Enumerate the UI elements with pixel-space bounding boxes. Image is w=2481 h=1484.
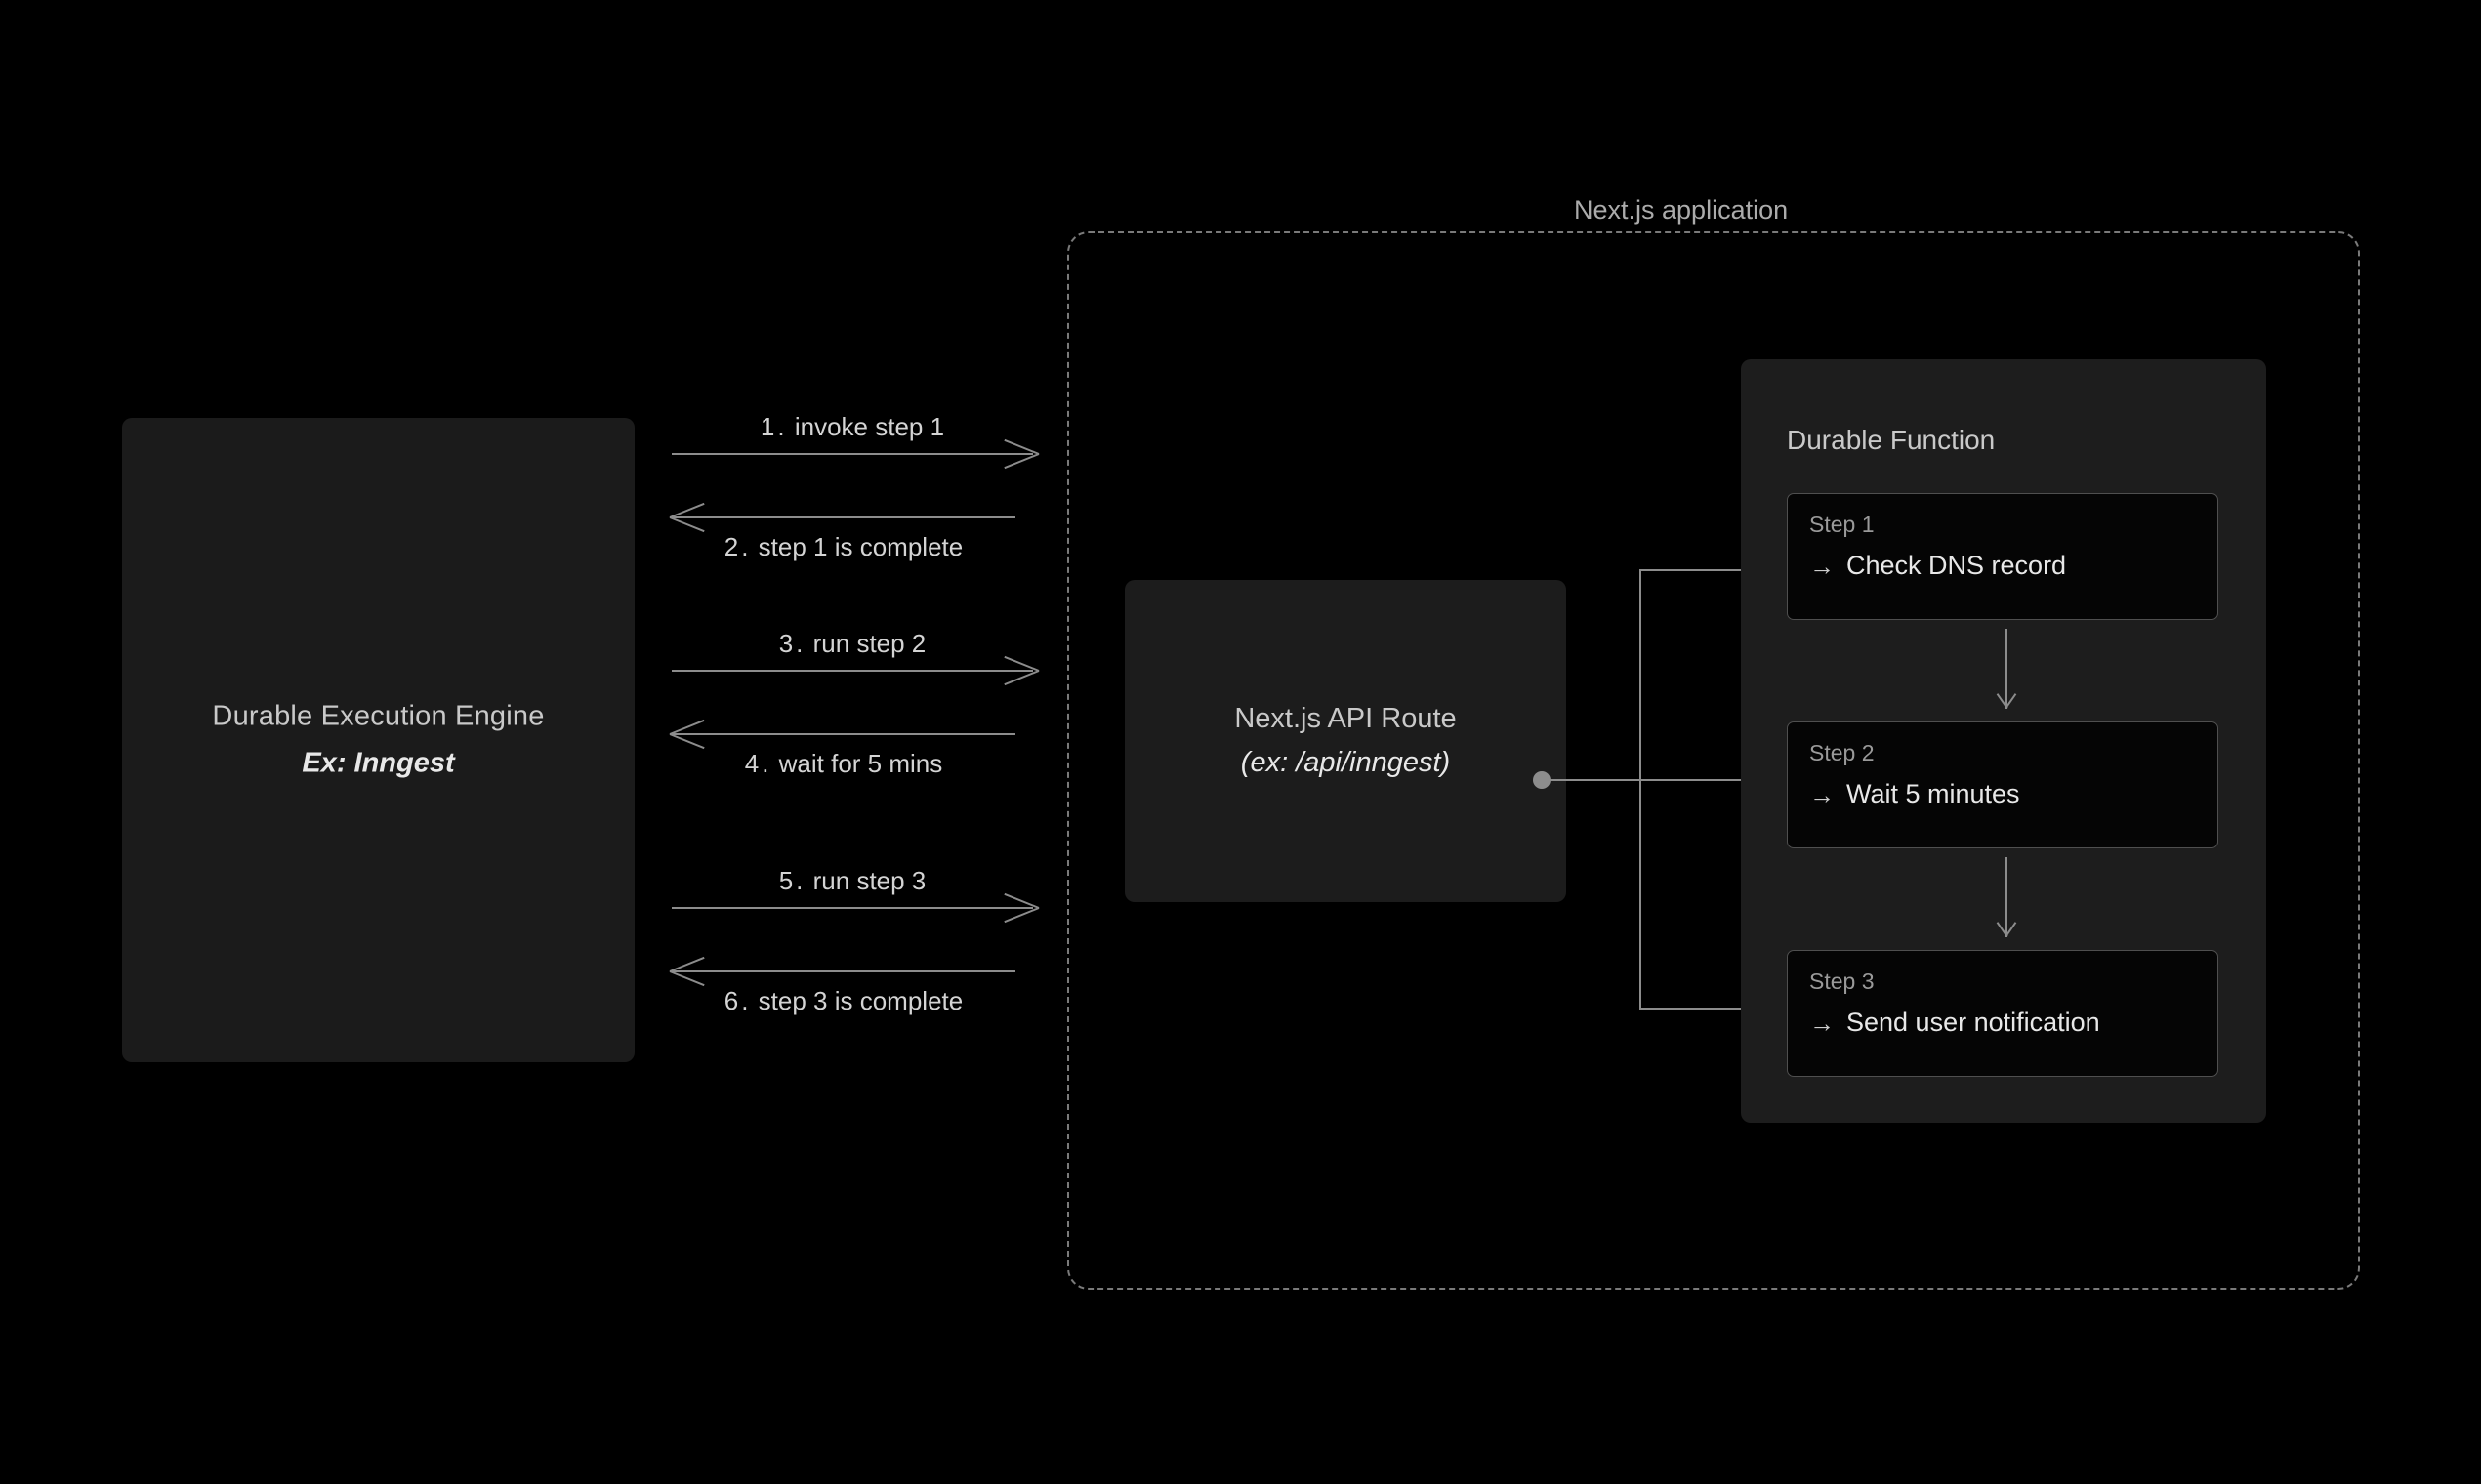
step-card-2[interactable]: Step 2 → Wait 5 minutes xyxy=(1787,721,2218,848)
message-arrow-6: 6. step 3 is complete xyxy=(672,937,1015,1015)
message-label-3: run step 2 xyxy=(812,629,927,658)
message-label-4: wait for 5 mins xyxy=(778,749,943,778)
arrowhead-right-icon xyxy=(1002,670,1035,703)
message-line-5 xyxy=(672,907,1033,909)
message-caption-6: 6. step 3 is complete xyxy=(672,986,1015,1016)
step-arrow-icon: → xyxy=(1809,779,1835,809)
arrowhead-right-icon xyxy=(1002,907,1035,940)
message-number-6: 6. xyxy=(724,986,752,1015)
durable-execution-engine-subtitle: Ex: Inngest xyxy=(302,747,455,778)
step-description-3: Send user notification xyxy=(1846,1008,2100,1037)
durable-execution-engine-title: Durable Execution Engine xyxy=(212,700,545,732)
message-number-3: 3. xyxy=(778,629,806,658)
step-description-1: Check DNS record xyxy=(1846,551,2067,580)
connector-branch-step-1 xyxy=(1639,569,1788,571)
connector-stub xyxy=(1549,779,1641,781)
step-card-1[interactable]: Step 1 → Check DNS record xyxy=(1787,493,2218,620)
message-label-5: run step 3 xyxy=(812,866,927,895)
message-number-5: 5. xyxy=(778,866,806,895)
nextjs-api-route-labels: Next.js API Route (ex: /api/inngest) xyxy=(1125,697,1566,785)
nextjs-api-route-box: Next.js API Route (ex: /api/inngest) xyxy=(1125,580,1566,902)
message-caption-4: 4. wait for 5 mins xyxy=(672,749,1015,779)
step-card-3[interactable]: Step 3 → Send user notification xyxy=(1787,950,2218,1077)
connector-dot-icon xyxy=(1533,771,1551,789)
nextjs-application-title: Next.js application xyxy=(1558,195,1804,226)
message-number-2: 2. xyxy=(724,532,752,561)
message-line-4 xyxy=(672,733,1015,735)
step-description-2: Wait 5 minutes xyxy=(1846,779,2020,808)
step-label-3: Step 3 xyxy=(1809,969,1875,994)
step-text-row-2: → Wait 5 minutes xyxy=(1809,779,2020,809)
message-line-6 xyxy=(672,970,1015,972)
message-number-4: 4. xyxy=(744,749,772,778)
nextjs-application-frame xyxy=(1067,231,2360,1290)
step-text-row-3: → Send user notification xyxy=(1809,1008,2100,1038)
message-label-2: step 1 is complete xyxy=(758,532,964,561)
connector-branch-step-2 xyxy=(1639,779,1788,781)
message-line-3 xyxy=(672,670,1033,672)
step-label-1: Step 1 xyxy=(1809,512,1875,537)
durable-execution-engine-box: Durable Execution Engine Ex: Inngest xyxy=(122,418,635,1062)
connector-branch-step-3 xyxy=(1639,1008,1788,1010)
step-flow-arrow-1-to-2-icon xyxy=(2005,629,2007,709)
durable-execution-engine-labels: Durable Execution Engine Ex: Inngest xyxy=(122,696,635,785)
message-caption-1: 1. invoke step 1 xyxy=(672,412,1033,442)
durable-function-panel: Durable Function Step 1 → Check DNS reco… xyxy=(1741,359,2266,1123)
message-caption-2: 2. step 1 is complete xyxy=(672,532,1015,562)
message-label-1: invoke step 1 xyxy=(794,412,945,441)
message-arrow-1: 1. invoke step 1 xyxy=(672,412,1035,488)
message-arrow-4: 4. wait for 5 mins xyxy=(672,700,1015,778)
nextjs-api-route-subtitle: (ex: /api/inngest) xyxy=(1240,747,1451,778)
step-flow-arrow-2-to-3-icon xyxy=(2005,857,2007,937)
message-arrow-5: 5. run step 3 xyxy=(672,866,1035,942)
arrowhead-right-icon xyxy=(1002,453,1035,486)
message-label-6: step 3 is complete xyxy=(758,986,964,1015)
message-caption-3: 3. run step 2 xyxy=(672,629,1033,659)
connector-trunk xyxy=(1639,569,1641,1010)
message-line-2 xyxy=(672,516,1015,518)
step-text-row-1: → Check DNS record xyxy=(1809,551,2066,581)
step-arrow-icon: → xyxy=(1809,551,1835,581)
durable-function-title: Durable Function xyxy=(1787,425,1996,455)
message-line-1 xyxy=(672,453,1033,455)
step-label-2: Step 2 xyxy=(1809,740,1875,765)
nextjs-api-route-title: Next.js API Route xyxy=(1234,703,1457,735)
message-number-1: 1. xyxy=(760,412,788,441)
message-caption-5: 5. run step 3 xyxy=(672,866,1033,896)
message-arrow-2: 2. step 1 is complete xyxy=(672,483,1015,561)
message-arrow-3: 3. run step 2 xyxy=(672,629,1035,705)
step-arrow-icon: → xyxy=(1809,1008,1835,1038)
